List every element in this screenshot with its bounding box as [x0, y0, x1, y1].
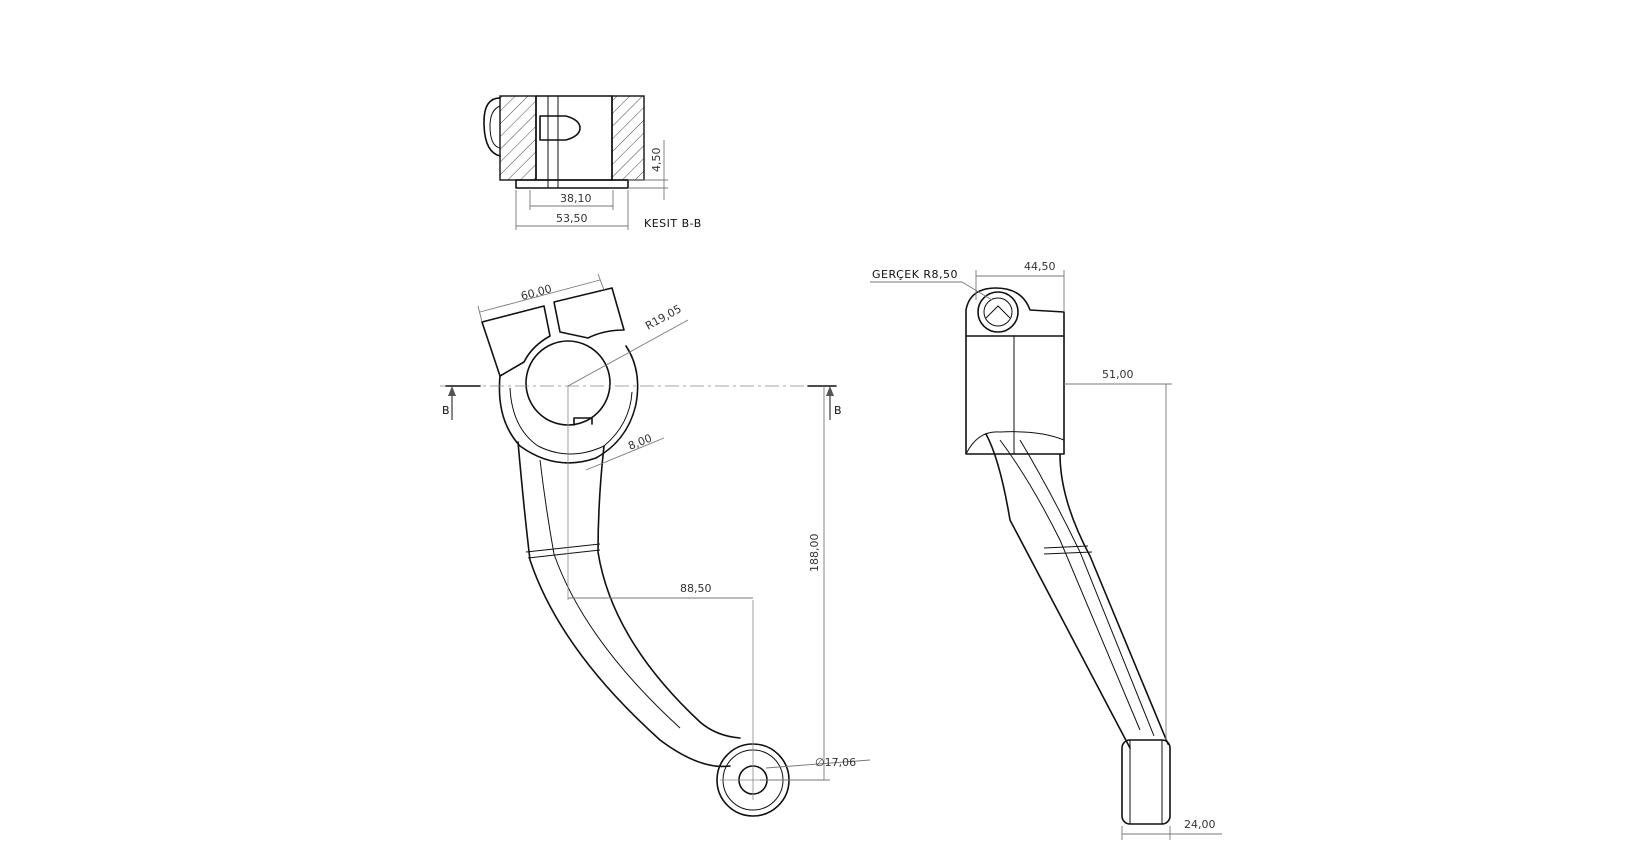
arm-inner-edge: [597, 445, 741, 739]
section-right-wall: [611, 95, 645, 181]
section-left-loop: [483, 97, 501, 157]
dim-true-radius: GERÇEK R8,50: [872, 268, 958, 281]
section-mark-left: B: [442, 404, 450, 417]
side-top-boss: [965, 287, 1065, 337]
clamp-body: [498, 345, 639, 464]
section-left-wall: [499, 95, 537, 181]
section-title: KESIT B-B: [644, 217, 702, 230]
dim-end-hole-dia: ∅17,06: [815, 756, 856, 769]
side-end-boss: [1121, 739, 1171, 825]
dim-offset: 51,00: [1102, 368, 1134, 381]
clamp-right-block: [553, 287, 625, 339]
section-view-bb: 53,50 38,10 4,50 KESIT B-B: [483, 95, 702, 230]
arm-outer-edge: [517, 441, 731, 768]
section-mark-right: B: [834, 404, 842, 417]
side-arm-inner: [1059, 453, 1169, 745]
key-notch: [573, 417, 593, 426]
side-top-hole: [977, 291, 1019, 333]
dim-vertical-length: 188,00: [808, 534, 821, 573]
section-base-plate: [515, 179, 629, 189]
dim-end-width: 24,00: [1184, 818, 1216, 831]
clamp-left-block: [481, 305, 551, 377]
dim-inner-width: 38,10: [560, 192, 592, 205]
dim-horizontal-offset: 88,50: [680, 582, 712, 595]
dim-key-width: 8,00: [626, 432, 654, 453]
side-arm-outer: [985, 433, 1131, 749]
front-view: B B 60,00 R19,05 8,00 88,50 188,00 ∅17,0…: [440, 273, 871, 817]
dim-overall-width: 53,50: [556, 212, 588, 225]
dim-clamp-width: 60,00: [519, 282, 553, 303]
side-view: 44,50 GERÇEK R8,50 51,00 24,00: [870, 260, 1222, 840]
dim-slot-depth: 4,50: [650, 148, 663, 173]
section-bore: [535, 95, 613, 181]
dim-bore-radius: R19,05: [643, 302, 684, 332]
side-clamp-body: [965, 335, 1065, 455]
dim-top-width: 44,50: [1024, 260, 1056, 273]
section-bolt: [539, 115, 581, 141]
